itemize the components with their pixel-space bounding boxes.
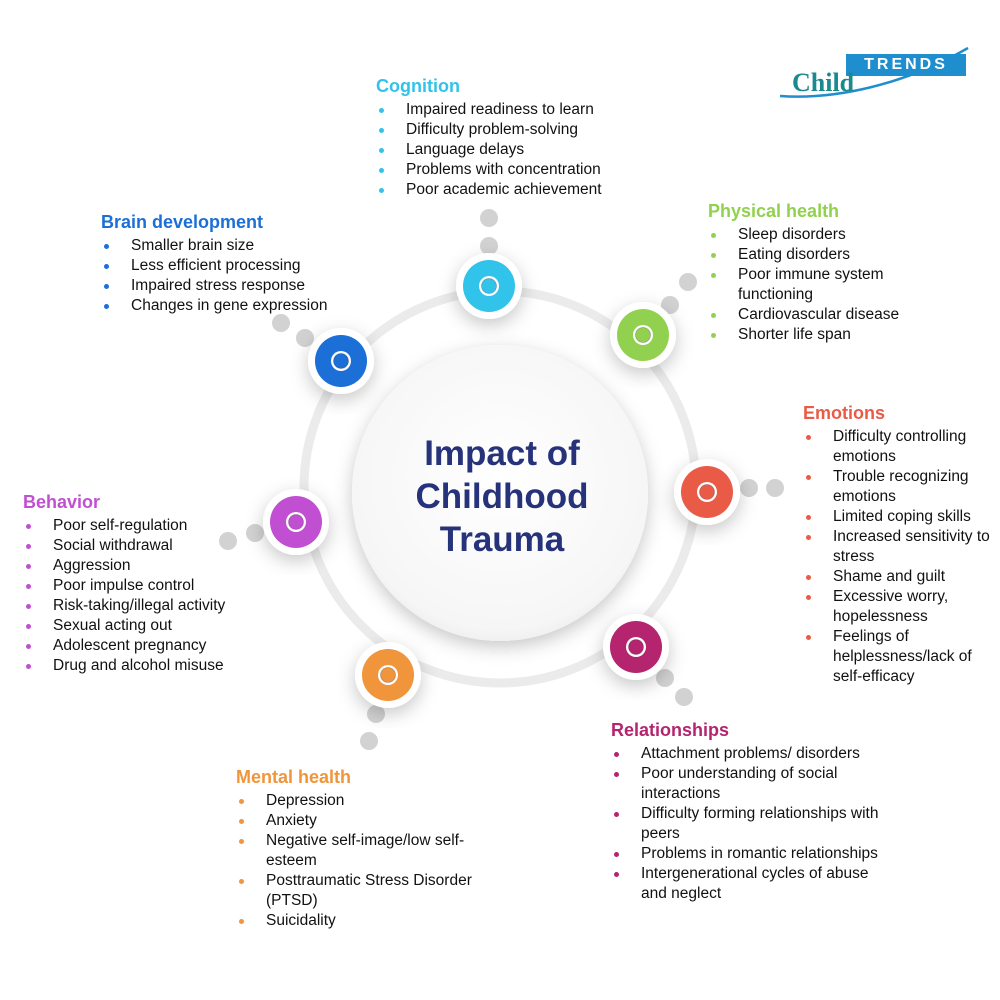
list-item: Impaired readiness to learn (376, 100, 676, 120)
connector-dot (219, 532, 237, 550)
connector-dot (360, 732, 378, 750)
list-item: Risk-taking/illegal activity (23, 596, 273, 616)
list-item: Difficulty controlling emotions (803, 427, 999, 467)
list-item: Language delays (376, 140, 676, 160)
logo-word: Child (792, 68, 855, 97)
logo-bar-text: TRENDS (846, 54, 966, 76)
category-heading: Emotions (803, 403, 886, 423)
page-title: Impact of Childhood Trauma (372, 432, 632, 561)
connector-dot (656, 669, 674, 687)
list-item: Poor immune system functioning (708, 265, 938, 305)
category-nodes (263, 253, 740, 708)
list-item: Smaller brain size (101, 236, 351, 256)
category-heading: Mental health (236, 767, 352, 787)
list-item: Shame and guilt (803, 567, 999, 587)
node-relationships-icon (603, 614, 669, 680)
list-item: Anxiety (236, 811, 486, 831)
title-line-2: Childhood (415, 477, 589, 516)
node-cognition-icon (456, 253, 522, 319)
category-relationships: Relationships Attachment problems/ disor… (611, 719, 891, 904)
list-item: Adolescent pregnancy (23, 636, 273, 656)
list-item: Social withdrawal (23, 536, 273, 556)
title-line-1: Impact of (424, 434, 580, 473)
list-item: Difficulty forming relationships with pe… (611, 804, 891, 844)
connector-dot (480, 209, 498, 227)
connector-dot (679, 273, 697, 291)
node-brain-development-icon (308, 328, 374, 394)
title-line-3: Trauma (439, 520, 565, 559)
category-heading: Physical health (708, 201, 840, 221)
list-item: Intergenerational cycles of abuse and ne… (611, 864, 891, 904)
list-item: Feelings of helplessness/lack of self-ef… (803, 627, 999, 687)
category-heading: Behavior (23, 492, 101, 512)
list-item: Excessive worry, hopelessness (803, 587, 999, 627)
list-item: Poor academic achievement (376, 180, 676, 200)
list-item: Poor impulse control (23, 576, 273, 596)
child-trends-logo: TRENDS Child (776, 44, 972, 104)
list-item: Less efficient processing (101, 256, 351, 276)
list-item: Cardiovascular disease (708, 305, 938, 325)
list-item: Difficulty problem-solving (376, 120, 676, 140)
list-item: Posttraumatic Stress Disorder (PTSD) (236, 871, 486, 911)
list-item: Depression (236, 791, 486, 811)
connector-dots (219, 209, 784, 750)
connector-dot (367, 705, 385, 723)
list-item: Shorter life span (708, 325, 938, 345)
connector-dot (480, 237, 498, 255)
list-item: Suicidality (236, 911, 486, 931)
node-behavior-icon (263, 489, 329, 555)
category-heading: Brain development (101, 212, 264, 232)
list-item: Problems in romantic relationships (611, 844, 891, 864)
list-item: Aggression (23, 556, 273, 576)
connector-dot (272, 314, 290, 332)
list-item: Limited coping skills (803, 507, 999, 527)
list-item: Poor self-regulation (23, 516, 273, 536)
list-item: Eating disorders (708, 245, 938, 265)
category-heading: Cognition (376, 76, 460, 96)
connector-dot (296, 329, 314, 347)
list-item: Sleep disorders (708, 225, 938, 245)
category-emotions: Emotions Difficulty controlling emotions… (803, 402, 999, 687)
node-mental-health-icon (355, 642, 421, 708)
list-item: Sexual acting out (23, 616, 273, 636)
list-item: Changes in gene expression (101, 296, 351, 316)
list-item: Poor understanding of social interaction… (611, 764, 891, 804)
list-item: Increased sensitivity to stress (803, 527, 999, 567)
list-item: Problems with concentration (376, 160, 676, 180)
list-item: Trouble recognizing emotions (803, 467, 999, 507)
list-item: Impaired stress response (101, 276, 351, 296)
category-heading: Relationships (611, 720, 730, 740)
list-item: Attachment problems/ disorders (611, 744, 891, 764)
node-physical-health-icon (610, 302, 676, 368)
connector-dot (766, 479, 784, 497)
connector-dot (661, 296, 679, 314)
node-emotions-icon (674, 459, 740, 525)
list-item: Negative self-image/low self-esteem (236, 831, 486, 871)
connector-dot (675, 688, 693, 706)
center-disc (352, 345, 648, 641)
connector-dot (740, 479, 758, 497)
list-item: Drug and alcohol misuse (23, 656, 273, 676)
connector-dot (246, 524, 264, 542)
